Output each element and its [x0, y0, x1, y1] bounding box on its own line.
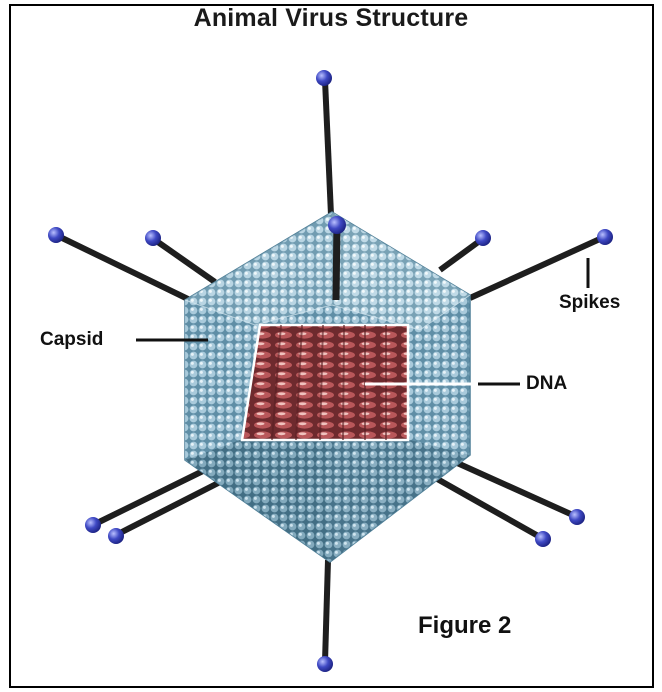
spike-top: [316, 70, 332, 215]
capsid-label: Capsid: [40, 329, 103, 351]
spike-bottom: [317, 560, 333, 672]
spike-top-base-icon: [328, 216, 346, 234]
spike-upper-right-near: [440, 230, 491, 270]
spikes-label: Spikes: [559, 292, 620, 314]
spike-upper-left-far: [48, 227, 190, 300]
spike-lower-right-near: [455, 462, 585, 525]
spike-lower-right-far: [432, 476, 551, 547]
spike-upper-left-near: [145, 230, 215, 282]
dna-label: DNA: [526, 373, 567, 395]
figure-number-label: Figure 2: [418, 612, 511, 640]
spike-upper-right-far: [470, 229, 613, 298]
